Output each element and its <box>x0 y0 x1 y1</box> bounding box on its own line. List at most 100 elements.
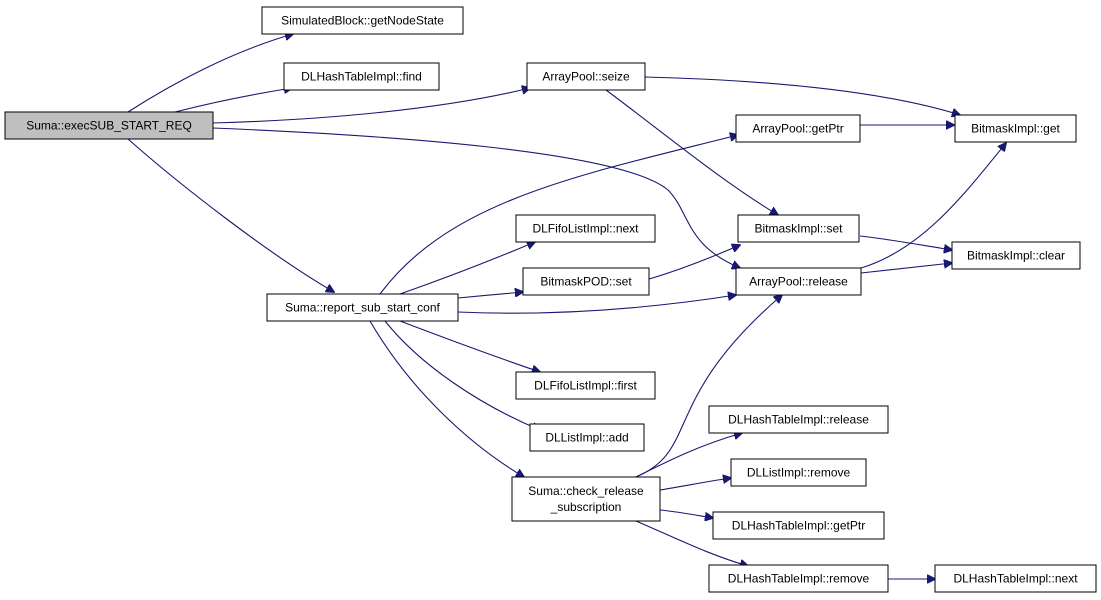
node-bmget[interactable]: BitmaskImpl::get <box>954 114 1077 143</box>
node-apgetptr[interactable]: ArrayPool::getPtr <box>735 114 861 143</box>
node-check[interactable]: Suma::check_release_subscription <box>511 476 661 522</box>
node-box <box>954 114 1077 143</box>
edge-line <box>399 242 535 295</box>
edge-report-to-dlfnext <box>399 242 535 295</box>
edge-line <box>860 143 1006 269</box>
node-box <box>522 267 650 296</box>
edge-line <box>605 89 778 215</box>
node-label: _subscription <box>550 500 622 514</box>
node-dlffirst[interactable]: DLFifoListImpl::first <box>515 371 656 400</box>
node-bmclear[interactable]: BitmaskImpl::clear <box>951 241 1081 270</box>
edge-report-to-aprelease <box>457 295 736 314</box>
node-label: ArrayPool::release <box>749 275 848 289</box>
node-label: DLListImpl::add <box>545 431 628 445</box>
node-box <box>529 423 645 452</box>
edge-line <box>635 295 782 478</box>
edge-apseize-to-bmget <box>644 76 960 115</box>
edge-report-to-apgetptr <box>379 135 738 295</box>
edge-line <box>127 34 293 113</box>
edge-line <box>860 263 952 274</box>
node-label: DLListImpl::remove <box>747 466 851 480</box>
node-box <box>511 476 661 522</box>
node-exec[interactable]: Suma::execSUB_START_REQ <box>4 111 214 140</box>
node-label: DLHashTableImpl::remove <box>728 572 870 586</box>
edge-line <box>859 235 952 250</box>
edge-check-to-aprelease <box>635 295 782 478</box>
node-label: Suma::check_release <box>528 484 644 498</box>
node-box <box>266 293 459 322</box>
node-box <box>737 214 860 243</box>
node-dlhnext[interactable]: DLHashTableImpl::next <box>934 564 1097 593</box>
edge-check-to-dlhremove <box>635 520 748 566</box>
node-aprelease[interactable]: ArrayPool::release <box>735 267 862 296</box>
edge-line <box>659 478 731 491</box>
node-label: BitmaskPOD::set <box>540 275 632 289</box>
node-bpset[interactable]: BitmaskPOD::set <box>522 267 650 296</box>
node-box <box>712 511 885 540</box>
edge-line <box>174 88 292 113</box>
edge-check-to-dlhrelease <box>635 433 742 478</box>
edge-line <box>635 433 742 478</box>
edge-exec-to-dlhfind <box>174 88 292 113</box>
node-box <box>735 267 862 296</box>
edge-report-to-dlladd <box>384 320 540 430</box>
edge-line <box>635 520 748 566</box>
edge-aprelease-to-bmget <box>860 143 1006 269</box>
edge-line <box>644 76 960 115</box>
edge-report-to-dlffirst <box>399 320 540 372</box>
node-label: DLHashTableImpl::find <box>301 70 422 84</box>
edge-line <box>212 88 530 124</box>
node-dlhfind[interactable]: DLHashTableImpl::find <box>283 62 440 91</box>
node-box <box>735 114 861 143</box>
node-box <box>4 111 214 140</box>
edge-line <box>127 138 334 292</box>
edge-bpset-to-bmset <box>648 245 740 280</box>
edge-line <box>457 295 736 314</box>
edge-exec-to-apseize <box>212 88 530 124</box>
edge-line <box>384 320 540 430</box>
edge-report-to-check <box>369 320 524 477</box>
node-dllremove[interactable]: DLListImpl::remove <box>730 458 867 487</box>
node-label: DLFifoListImpl::next <box>532 222 639 236</box>
node-box <box>951 241 1081 270</box>
node-box <box>515 214 656 243</box>
edge-check-to-dllremove <box>659 478 731 491</box>
node-box <box>515 371 656 400</box>
node-label: DLFifoListImpl::first <box>534 379 637 393</box>
node-report[interactable]: Suma::report_sub_start_conf <box>266 293 459 322</box>
node-label: BitmaskImpl::clear <box>967 249 1065 263</box>
node-label: SimulatedBlock::getNodeState <box>281 14 444 28</box>
node-dlhrelease[interactable]: DLHashTableImpl::release <box>708 405 889 434</box>
edge-aprelease-to-bmclear <box>860 263 952 274</box>
edge-exec-to-gns <box>127 34 293 113</box>
node-label: BitmaskImpl::get <box>971 122 1060 136</box>
node-dlhgetptr[interactable]: DLHashTableImpl::getPtr <box>712 511 885 540</box>
node-box <box>261 6 464 35</box>
node-box <box>283 62 440 91</box>
edge-check-to-dlhgetptr <box>659 509 713 518</box>
node-box <box>934 564 1097 593</box>
node-apseize[interactable]: ArrayPool::seize <box>526 62 646 91</box>
node-bmset[interactable]: BitmaskImpl::set <box>737 214 860 243</box>
node-box <box>730 458 867 487</box>
node-label: DLHashTableImpl::next <box>953 572 1078 586</box>
edge-exec-to-report <box>127 138 334 292</box>
node-dlhremove[interactable]: DLHashTableImpl::remove <box>708 564 889 593</box>
edge-apseize-to-bmset <box>605 89 778 215</box>
edge-line <box>379 135 738 295</box>
node-label: ArrayPool::seize <box>542 70 630 84</box>
edge-line <box>457 292 523 299</box>
node-gns[interactable]: SimulatedBlock::getNodeState <box>261 6 464 35</box>
node-label: DLHashTableImpl::release <box>728 413 869 427</box>
node-label: DLHashTableImpl::getPtr <box>732 519 865 533</box>
edges-layer <box>127 34 1006 579</box>
node-dlfnext[interactable]: DLFifoListImpl::next <box>515 214 656 243</box>
edge-line <box>648 245 740 280</box>
edge-line <box>399 320 540 372</box>
node-dlladd[interactable]: DLListImpl::add <box>529 423 645 452</box>
node-box <box>708 564 889 593</box>
edge-bmset-to-bmclear <box>859 235 952 250</box>
nodes-layer: Suma::execSUB_START_REQ SimulatedBlock::g… <box>4 6 1097 593</box>
edge-report-to-bpset <box>457 292 523 299</box>
